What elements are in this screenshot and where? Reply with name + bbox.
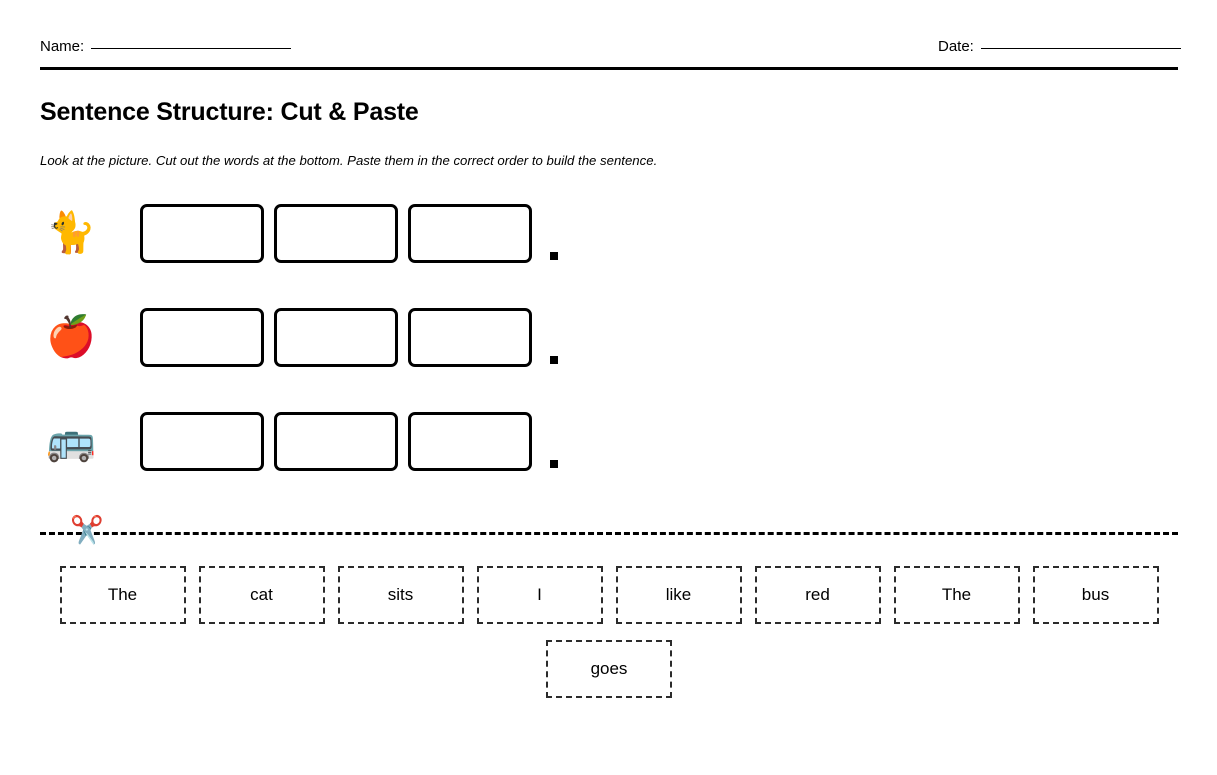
name-label: Name:	[40, 38, 85, 55]
word-card[interactable]: sits	[337, 566, 464, 624]
word-blank-box[interactable]	[140, 411, 264, 471]
word-card[interactable]: The	[893, 566, 1020, 624]
word-card[interactable]: I	[476, 566, 603, 624]
name-field-group: Name:	[40, 38, 292, 56]
sentence-row: 🚌	[40, 405, 558, 477]
date-label: Date:	[938, 38, 974, 55]
sentence-row: 🐈	[40, 197, 558, 269]
word-bank: The cat sits I like red The bus goes	[40, 566, 1178, 714]
word-card[interactable]: cat	[198, 566, 325, 624]
word-blank-box[interactable]	[140, 307, 264, 367]
word-card[interactable]: like	[615, 566, 742, 624]
scissors-icon: ✂️	[70, 515, 104, 546]
apple-emoji: 🍎	[46, 314, 96, 360]
name-write-line[interactable]	[91, 48, 292, 49]
page-title: Sentence Structure: Cut & Paste	[40, 98, 419, 126]
cut-dashed-line	[40, 532, 1178, 535]
word-bank-row: goes	[40, 640, 1178, 698]
worksheet-header: Name: Date:	[40, 38, 1181, 64]
word-card[interactable]: red	[754, 566, 881, 624]
end-punctuation-period	[550, 356, 558, 364]
word-blank-box[interactable]	[408, 307, 532, 367]
word-card[interactable]: The	[59, 566, 186, 624]
cat-emoji: 🐈	[46, 210, 96, 256]
word-blank-box[interactable]	[274, 203, 398, 263]
end-punctuation-period	[550, 252, 558, 260]
word-card[interactable]: goes	[546, 640, 672, 698]
word-blank-box[interactable]	[274, 307, 398, 367]
word-bank-row: The cat sits I like red The bus	[40, 566, 1178, 624]
date-write-line[interactable]	[980, 48, 1181, 49]
cut-line-area: ✂️	[40, 515, 1178, 550]
word-blank-box[interactable]	[140, 203, 264, 263]
word-blank-box[interactable]	[408, 411, 532, 471]
bus-emoji: 🚌	[46, 418, 96, 464]
word-card[interactable]: bus	[1032, 566, 1159, 624]
header-divider	[40, 67, 1178, 70]
date-field-group: Date:	[938, 38, 1181, 56]
sentence-row: 🍎	[40, 301, 558, 373]
end-punctuation-period	[550, 460, 558, 468]
word-blank-box[interactable]	[408, 203, 532, 263]
word-blank-box[interactable]	[274, 411, 398, 471]
instructions-text: Look at the picture. Cut out the words a…	[40, 153, 658, 168]
